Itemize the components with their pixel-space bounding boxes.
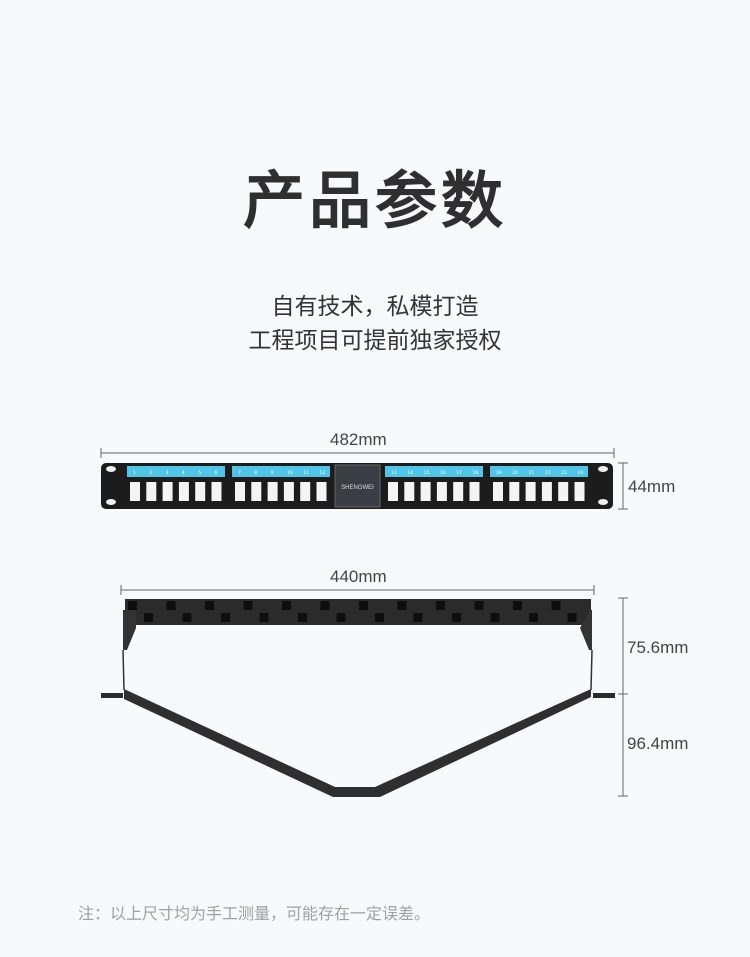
- keystone-port: [388, 482, 398, 501]
- brand-label: SHENGWEI: [341, 485, 374, 491]
- depth-label-front: 75.6mm: [627, 638, 689, 657]
- port-number: 3: [166, 470, 169, 476]
- port-number: 6: [215, 470, 218, 476]
- port-number: 10: [287, 470, 293, 476]
- height-dimension-44: [618, 462, 628, 510]
- keystone-port: [420, 482, 431, 501]
- port-number: 16: [440, 470, 446, 476]
- port-number: 4: [182, 470, 185, 476]
- width-label-482: 482mm: [330, 430, 387, 449]
- port-number: 7: [238, 470, 241, 476]
- port-number: 9: [271, 470, 274, 476]
- port-housing: [205, 601, 214, 610]
- port-housing: [452, 613, 461, 622]
- keystone-port: [146, 482, 157, 501]
- keystone-port: [130, 482, 140, 501]
- port-housing: [259, 613, 269, 622]
- port-housing: [166, 601, 176, 610]
- width-label-440: 440mm: [330, 567, 387, 586]
- keystone-port: [195, 482, 206, 501]
- depth-label-rear: 96.4mm: [627, 734, 689, 753]
- port-number: 11: [303, 470, 309, 476]
- brand-plate: [334, 464, 381, 508]
- keystone-port: [436, 482, 447, 501]
- label-strip: [490, 466, 588, 477]
- mount-hole: [106, 499, 116, 505]
- port-housing: [359, 601, 368, 610]
- port-number: 8: [254, 470, 257, 476]
- mount-hole: [598, 499, 608, 505]
- keystone-port: [541, 482, 552, 501]
- port-number: 5: [198, 470, 201, 476]
- keystone-port: [162, 482, 173, 501]
- measurement-note: 注：以上尺寸均为手工测量，可能存在一定误差。: [78, 904, 431, 923]
- mount-hole: [106, 466, 116, 472]
- port-housing: [551, 601, 561, 610]
- port-number: 18: [473, 470, 479, 476]
- keystone-port: [525, 482, 536, 501]
- keystone-port: [178, 482, 189, 501]
- port-number: 14: [407, 470, 413, 476]
- patch-panel-top-view: [101, 599, 615, 797]
- height-label-44: 44mm: [628, 477, 676, 496]
- port-number: 1: [133, 470, 136, 476]
- label-strip: [127, 466, 225, 477]
- port-housing: [182, 613, 192, 622]
- port-number: 12: [320, 470, 326, 476]
- port-number: 19: [496, 470, 502, 476]
- port-number: 24: [578, 470, 584, 476]
- port-number: 15: [424, 470, 430, 476]
- port-housing: [490, 613, 500, 622]
- keystone-port: [251, 482, 262, 501]
- port-number: 23: [561, 470, 567, 476]
- port-housing: [243, 601, 253, 610]
- port-housing: [298, 613, 307, 622]
- keystone-port: [509, 482, 520, 501]
- label-strip: [385, 466, 483, 477]
- subtitle-line-1: 自有技术，私模打造: [271, 294, 479, 320]
- port-housing: [567, 613, 577, 622]
- keystone-port: [211, 482, 222, 501]
- port-housing: [474, 601, 484, 610]
- keystone-port: [493, 482, 503, 501]
- label-strip: [232, 466, 330, 477]
- port-housing: [413, 613, 423, 622]
- keystone-port: [453, 482, 464, 501]
- port-housing: [282, 601, 291, 610]
- keystone-port: [469, 482, 480, 501]
- port-number: 17: [456, 470, 462, 476]
- subtitle-line-2: 工程项目可提前独家授权: [248, 328, 502, 354]
- port-housing: [529, 613, 538, 622]
- keystone-port: [235, 482, 245, 501]
- mount-hole: [598, 466, 608, 472]
- port-number: 21: [529, 470, 535, 476]
- keystone-port: [558, 482, 569, 501]
- keystone-port: [574, 482, 585, 501]
- port-housing: [397, 601, 407, 610]
- port-housing: [375, 613, 384, 622]
- port-housing: [513, 601, 522, 610]
- port-number: 20: [512, 470, 518, 476]
- port-housing: [336, 613, 346, 622]
- port-housing: [320, 601, 330, 610]
- page-title: 产品参数: [242, 164, 507, 237]
- width-dimension-482: [100, 448, 615, 458]
- keystone-port: [283, 482, 294, 501]
- width-dimension-440: [120, 585, 595, 595]
- port-housing: [221, 613, 230, 622]
- port-housing: [128, 601, 137, 610]
- port-number: 2: [149, 470, 152, 476]
- keystone-port: [267, 482, 278, 501]
- port-number: 22: [545, 470, 551, 476]
- port-housing: [144, 613, 153, 622]
- port-number: 13: [391, 470, 397, 476]
- depth-dimension: [618, 597, 628, 797]
- keystone-port: [404, 482, 415, 501]
- keystone-port: [300, 482, 311, 501]
- port-housing: [436, 601, 445, 610]
- keystone-port: [316, 482, 327, 501]
